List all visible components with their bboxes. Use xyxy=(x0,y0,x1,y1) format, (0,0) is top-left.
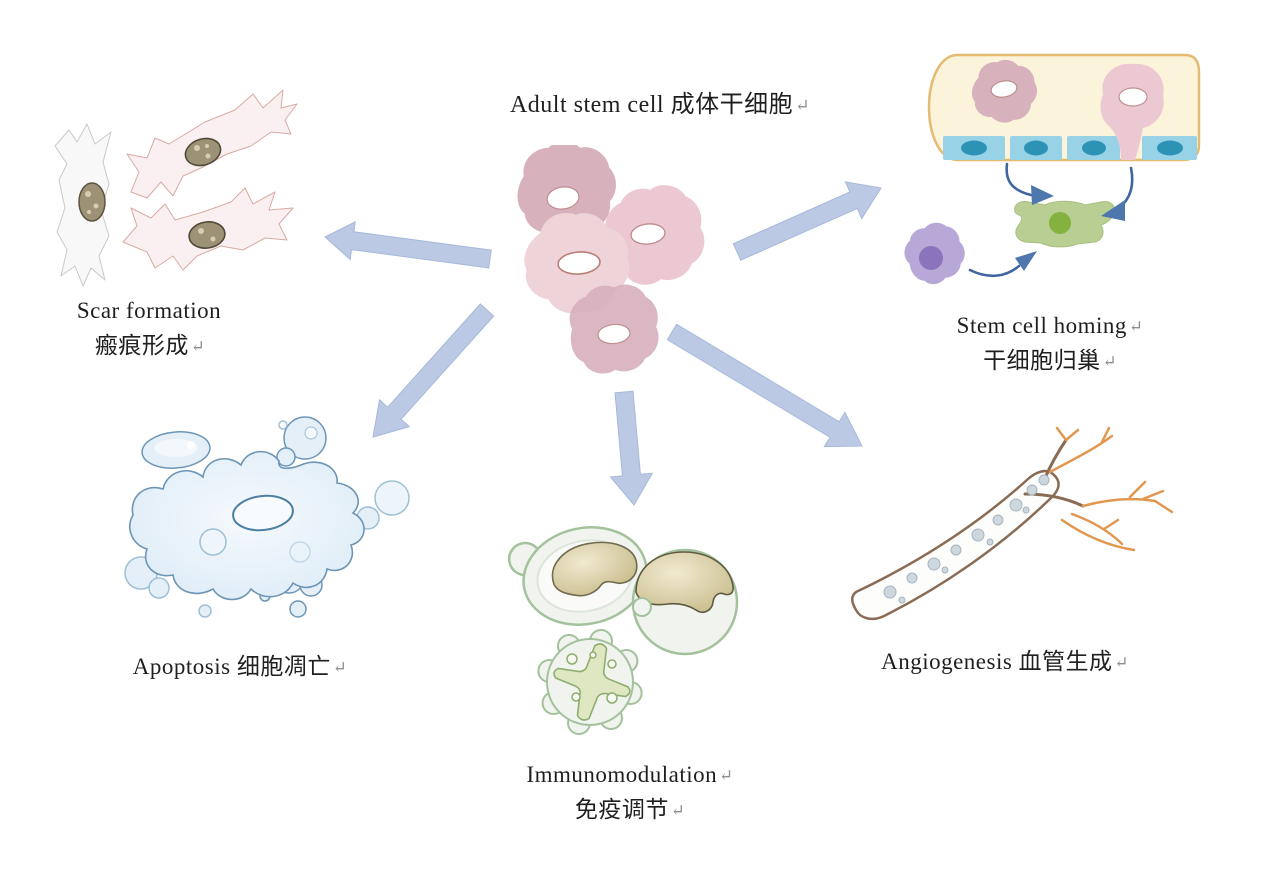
label-text: 瘢痕形成 xyxy=(94,333,189,358)
cross-nucleus xyxy=(553,643,631,721)
vacuole xyxy=(289,541,311,563)
label-text: Apoptosis 细胞凋亡 xyxy=(132,654,331,679)
macrophage-cell-left xyxy=(507,526,648,626)
vacuole xyxy=(199,528,227,556)
immune-cells-illustration xyxy=(507,526,739,735)
label-text: 干细胞归巢 xyxy=(983,348,1101,373)
green-cell-nucleus xyxy=(1049,212,1071,234)
label-adult-stem-cell: Adult stem cell 成体干细胞↵ xyxy=(390,88,930,123)
label-scar-formation: Scar formation 瘢痕形成↵ xyxy=(25,294,275,364)
return-mark: ↵ xyxy=(719,766,734,785)
small-bud xyxy=(632,597,652,617)
label-text: Angiogenesis 血管生成 xyxy=(881,649,1113,674)
fibroblast-nucleus xyxy=(184,137,222,167)
arrow-to-stem-cell-homing xyxy=(732,181,882,261)
homing-curved-arrow xyxy=(1005,162,1054,205)
return-mark: ↵ xyxy=(1128,317,1144,336)
arrow-to-immunomodulation xyxy=(609,390,654,506)
label-text: Stem cell homing xyxy=(956,313,1127,338)
homing-curved-arrow xyxy=(1101,166,1134,221)
endothelial-nucleus xyxy=(1082,140,1106,156)
stem-cell-homing-illustration xyxy=(895,51,1201,293)
endothelial-nucleus xyxy=(1157,140,1183,156)
injured-tissue-cell xyxy=(1014,200,1116,248)
stem-cell-nucleus xyxy=(546,186,580,210)
granules xyxy=(566,651,618,704)
label-text: Adult stem cell 成体干细胞 xyxy=(509,92,794,118)
fibroblast-cells-illustration xyxy=(54,89,298,287)
vessel-sprouts-orange xyxy=(1048,426,1174,552)
return-mark: ↵ xyxy=(670,801,686,820)
label-apoptosis: Apoptosis 细胞凋亡↵ xyxy=(95,650,385,685)
stem-cell xyxy=(508,194,647,332)
transmigrating-stem-cell xyxy=(1100,63,1164,160)
macrophage-cell-right xyxy=(631,548,739,656)
circulating-stem-cell xyxy=(964,51,1045,131)
return-mark: ↵ xyxy=(332,658,348,677)
label-text: Scar formation xyxy=(76,298,222,323)
fibroblast-cell-lower xyxy=(122,187,294,271)
stem-cell xyxy=(511,145,623,245)
stem-cell xyxy=(596,175,715,293)
label-text: Immunomodulation xyxy=(526,762,718,787)
fibroblast-nucleus xyxy=(188,221,226,249)
stem-cell-nucleus xyxy=(557,251,601,275)
label-stem-cell-homing: Stem cell homing↵ 干细胞归巢↵ xyxy=(925,309,1175,379)
return-mark: ↵ xyxy=(1114,653,1129,672)
endothelial-nucleus xyxy=(961,140,987,156)
adult-stem-cell-cluster-illustration xyxy=(508,145,715,379)
return-mark: ↵ xyxy=(190,337,206,356)
fibroblast-nucleus xyxy=(78,182,106,222)
arrow-to-scar-formation xyxy=(324,221,492,269)
arrow-to-angiogenesis xyxy=(666,323,863,448)
label-immunomodulation: Immunomodulation↵ 免疫调节↵ xyxy=(490,758,770,828)
arrow-to-apoptosis xyxy=(372,303,495,438)
stem-cell-nucleus xyxy=(990,80,1018,98)
apoptotic-nucleus-ring xyxy=(232,494,294,532)
label-angiogenesis: Angiogenesis 血管生成↵ xyxy=(855,645,1155,680)
stem-cell-nucleus xyxy=(1118,87,1148,107)
homing-curved-arrow xyxy=(968,251,1037,278)
vessel-inner-cells xyxy=(883,474,1050,604)
endothelial-layer xyxy=(943,136,1197,160)
stem-cell-nucleus xyxy=(630,223,666,245)
endothelial-nucleus xyxy=(1024,140,1048,156)
label-text: 免疫调节 xyxy=(574,797,669,822)
apoptosis-cell-illustration xyxy=(124,416,410,618)
purple-cell-nucleus xyxy=(919,246,943,270)
fibroblast-cell-vertical xyxy=(54,123,112,287)
crescent-nucleus xyxy=(635,551,734,613)
kidney-nucleus xyxy=(551,541,638,597)
stem-cell xyxy=(563,278,665,379)
stem-cell-nucleus xyxy=(597,323,631,345)
return-mark: ↵ xyxy=(795,96,811,115)
return-mark: ↵ xyxy=(1102,352,1117,371)
angiogenesis-vessel-illustration xyxy=(851,426,1174,621)
lymphocyte-cell xyxy=(537,629,643,735)
immune-cell-purple xyxy=(895,213,975,293)
fibroblast-cell-upper xyxy=(126,89,298,199)
